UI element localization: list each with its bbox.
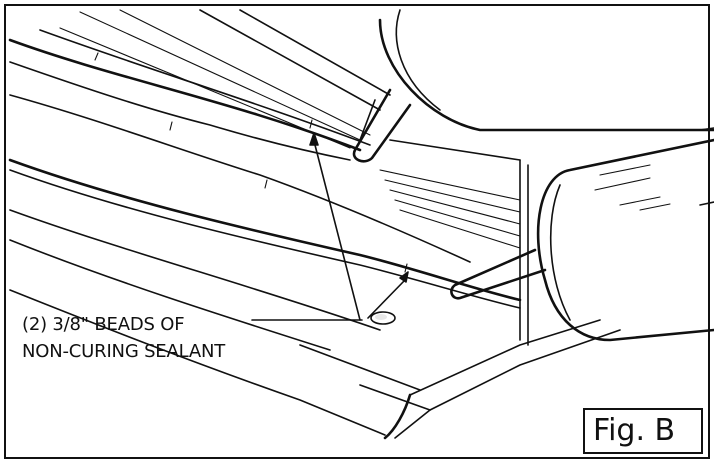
callout-label-line1: (2) 3/8" BEADS OF — [22, 314, 185, 335]
figure-label: Fig. B — [593, 413, 676, 448]
callout-label-line2: NON-CURING SEALANT — [22, 341, 226, 362]
caulk-gun-lower — [450, 127, 714, 342]
caulk-gun-upper — [352, 9, 714, 163]
figure-label-box: Fig. B — [583, 408, 703, 454]
upper-panel — [8, 9, 471, 263]
vertical-flange — [379, 139, 529, 346]
callout-pointer — [251, 132, 409, 325]
